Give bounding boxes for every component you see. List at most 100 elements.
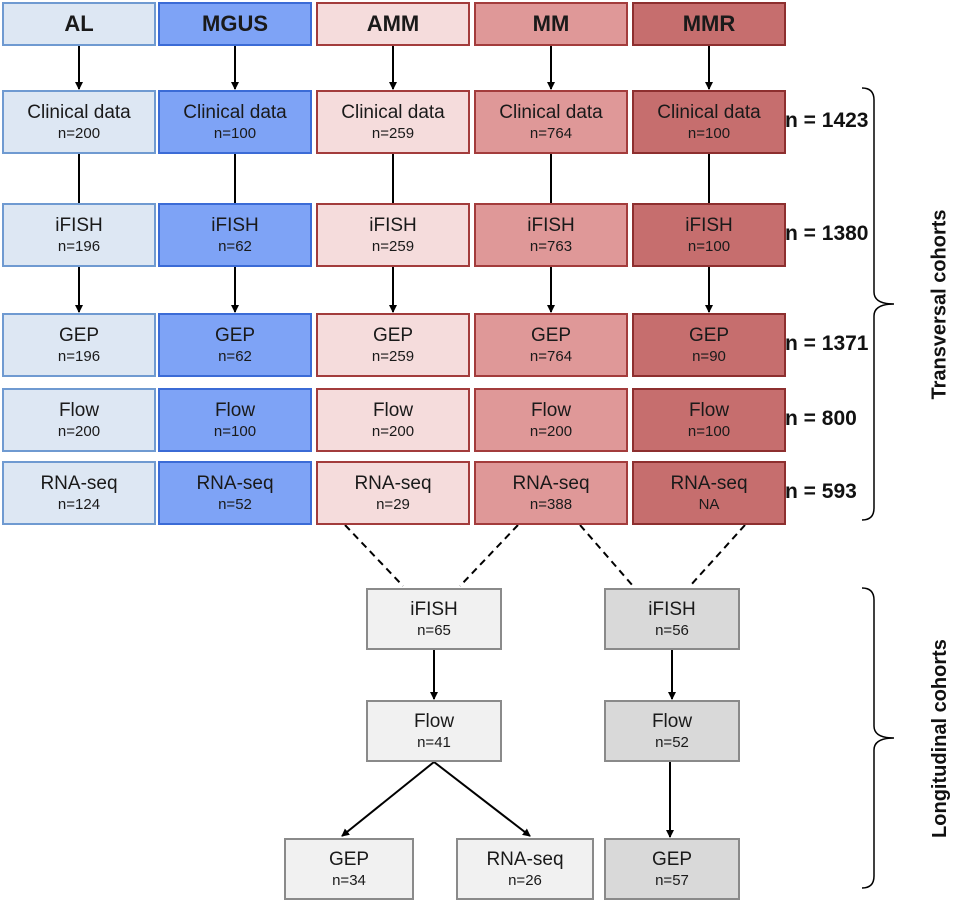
row-total: n = 1380 (785, 222, 869, 245)
header-amm: AMM (316, 2, 470, 46)
cell-label: Flow (413, 710, 455, 732)
cell-value: n=100 (687, 237, 731, 255)
cell-label: Flow (58, 399, 100, 421)
cell-value: n=62 (218, 347, 252, 365)
cell-value: n=57 (655, 871, 689, 889)
cell-value: n=100 (213, 124, 257, 142)
cell-label: RNA-seq (354, 472, 432, 494)
cell-value: n=124 (57, 495, 101, 513)
cell-label: iFISH (685, 214, 733, 236)
header-mmr: MMR (632, 2, 786, 46)
cell-label: iFISH (527, 214, 575, 236)
cell-value: n=34 (332, 871, 366, 889)
cell-label: GEP (530, 324, 572, 346)
dashed-mmr-to-long-right (689, 524, 746, 587)
cell-label: iFISH (648, 598, 696, 620)
transversal-brace (861, 87, 895, 521)
cell-value: n=388 (529, 495, 573, 513)
arrow-long-left-flow-gep (341, 761, 435, 837)
cell-value: n=200 (529, 422, 573, 440)
cell-label: GEP (328, 848, 370, 870)
cell-label: iFISH (55, 214, 103, 236)
cell-label: Clinical data (499, 101, 603, 123)
cell-value: n=90 (692, 347, 726, 365)
cell-label: iFISH (369, 214, 417, 236)
longitudinal-cohorts-label: Longitudinal cohorts (928, 638, 951, 838)
cell-value: n=26 (508, 871, 542, 889)
cell-label: Clinical data (341, 101, 445, 123)
cell-value: n=41 (417, 733, 451, 751)
cell-value: n=196 (57, 347, 101, 365)
cell-value: n=763 (529, 237, 573, 255)
cell-value: n=259 (371, 237, 415, 255)
header-al: AL (2, 2, 156, 46)
cell-label: GEP (688, 324, 730, 346)
longitudinal-brace (861, 587, 895, 889)
cell-value: n=196 (57, 237, 101, 255)
cell-label: GEP (214, 324, 256, 346)
cell-label: iFISH (410, 598, 458, 620)
header-label: AMM (366, 11, 420, 37)
cell-value: n=29 (376, 495, 410, 513)
arrow-long-left-flow-rnaseq (433, 761, 531, 837)
cell-label: Flow (214, 399, 256, 421)
cell-value: n=62 (218, 237, 252, 255)
row-total: n = 1371 (785, 332, 869, 355)
dashed-mm-to-long (459, 524, 519, 587)
cell-label: iFISH (211, 214, 259, 236)
row-total: n = 593 (785, 480, 857, 503)
cell-value: n=100 (687, 124, 731, 142)
cell-value: n=200 (57, 422, 101, 440)
cell-value: n=100 (213, 422, 257, 440)
cell-label: RNA-seq (486, 848, 564, 870)
header-label: AL (64, 11, 94, 37)
cell-value: n=259 (371, 124, 415, 142)
header-mm: MM (474, 2, 628, 46)
dashed-mm-to-long-right (579, 524, 634, 587)
cell-label: Clinical data (27, 101, 131, 123)
dashed-amm-to-long (344, 524, 404, 587)
cell-label: RNA-seq (196, 472, 274, 494)
cell-value: n=52 (218, 495, 252, 513)
cell-label: RNA-seq (512, 472, 590, 494)
cell-value: n=100 (687, 422, 731, 440)
cell-label: Flow (651, 710, 693, 732)
cell-value: n=56 (655, 621, 689, 639)
cell-value: n=259 (371, 347, 415, 365)
cell-value: n=200 (371, 422, 415, 440)
header-label: MMR (682, 11, 736, 37)
header-mgus: MGUS (158, 2, 312, 46)
cell-label: Clinical data (657, 101, 761, 123)
row-total: n = 1423 (785, 109, 869, 132)
cell-value: n=764 (529, 347, 573, 365)
row-total: n = 800 (785, 407, 857, 430)
cell-label: Flow (530, 399, 572, 421)
cell-label: Flow (372, 399, 414, 421)
cell-value: n=65 (417, 621, 451, 639)
header-label: MGUS (202, 11, 268, 37)
header-label: MM (532, 11, 570, 37)
